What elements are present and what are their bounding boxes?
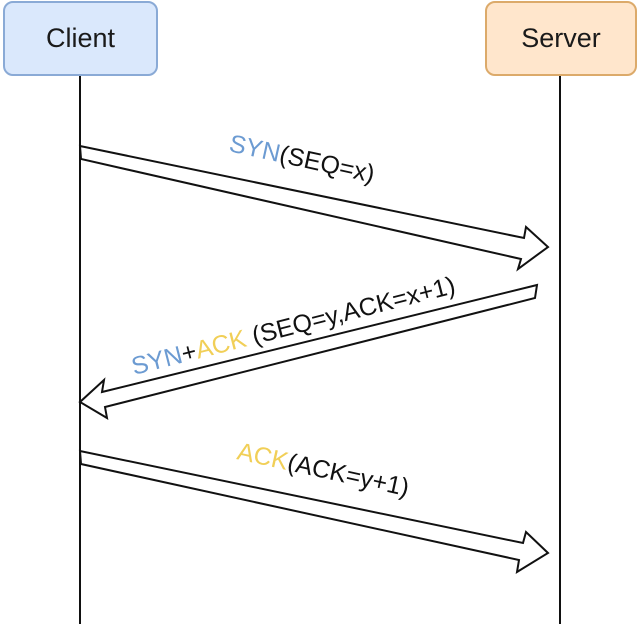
syn-ack-plus: + (178, 337, 199, 368)
syn-keyword: SYN (227, 130, 283, 168)
syn-arrow (78, 144, 550, 272)
server-label: Server (521, 23, 601, 53)
ack-params: (ACK=y+1) (285, 448, 412, 502)
ack-keyword: ACK (235, 438, 292, 476)
syn-params: (SEQ=x) (277, 140, 377, 188)
syn-ack-arrow (78, 283, 539, 420)
server-participant-box: Server (485, 1, 637, 76)
syn-message-label: SYN(SEQ=x) (227, 130, 378, 189)
client-label: Client (45, 23, 116, 53)
ack-arrow (78, 449, 550, 574)
client-participant-box: Client (3, 1, 158, 76)
